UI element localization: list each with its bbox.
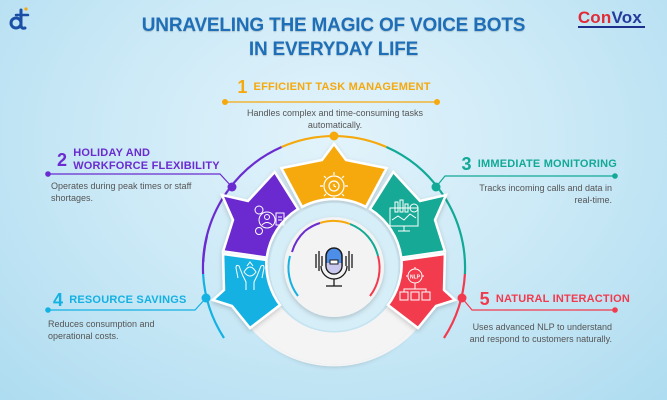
brand-part1: Con: [577, 8, 612, 27]
feature-4-number: 4: [53, 290, 64, 310]
hands-savings-icon: [235, 261, 265, 290]
title-line-1: UNRAVELING THE MAGIC OF VOICE BOTS: [141, 15, 526, 36]
feature-5-number: 5: [479, 289, 490, 309]
segment-3-teal: [368, 169, 449, 260]
dt-logo-icon: [9, 7, 30, 30]
bottom-band: [252, 300, 416, 365]
feature-1-description: Handles complex and time-consuming tasks…: [246, 108, 424, 130]
feature-5: 5 NATURAL INTERACTION: [450, 290, 630, 308]
convox-logo: ConVox: [577, 8, 645, 28]
feature-4-title: RESOURCE SAVINGS: [69, 293, 187, 306]
feature-5-title: NATURAL INTERACTION: [495, 292, 630, 305]
orange-node: [329, 131, 339, 141]
feature-2-description: Operates during peak times or staff shor…: [51, 181, 192, 203]
nlp-label: NLP: [410, 275, 421, 281]
page-title: UNRAVELING THE MAGIC OF VOICE BOTS IN EV…: [0, 14, 667, 62]
feature-2-title-line-1: HOLIDAY AND: [73, 147, 151, 159]
feature-2-title-line-2: WORKFORCE FLEXIBILITY: [73, 160, 220, 172]
feature-3-title: IMMEDIATE MONITORING: [477, 157, 617, 170]
feature-4: 4 RESOURCE SAVINGS: [53, 291, 233, 309]
inner-arc: [287, 219, 381, 297]
connector-1: [222, 99, 440, 105]
brand-part2: Vox: [611, 8, 642, 27]
segment-2-purple: [219, 169, 300, 260]
microphone-voice-bot-icon: [315, 247, 353, 287]
monitor-chart-icon: [389, 199, 419, 232]
feature-1: 1 EFFICIENT TASK MANAGEMENT: [200, 78, 468, 96]
feature-1-number: 1: [237, 77, 248, 97]
feature-3-description: Tracks incoming calls and data in real-t…: [479, 183, 612, 205]
gear-clock-icon: [320, 172, 348, 200]
feature-4-description: Reduces consumption and operational cost…: [48, 319, 155, 341]
title-line-2: IN EVERYDAY LIFE: [248, 39, 419, 60]
feature-2-number: 2: [57, 150, 68, 170]
feature-1-title: EFFICIENT TASK MANAGEMENT: [253, 80, 431, 93]
nlp-gear-icon: NLP: [399, 267, 431, 301]
feature-5-description: Uses advanced NLP to understand and resp…: [469, 322, 612, 344]
feature-3: 3 IMMEDIATE MONITORING: [440, 155, 617, 173]
segment-5-red: [386, 252, 458, 330]
workforce-icon: [254, 205, 285, 235]
feature-3-number: 3: [461, 154, 472, 174]
outer-arc: [201, 134, 467, 339]
